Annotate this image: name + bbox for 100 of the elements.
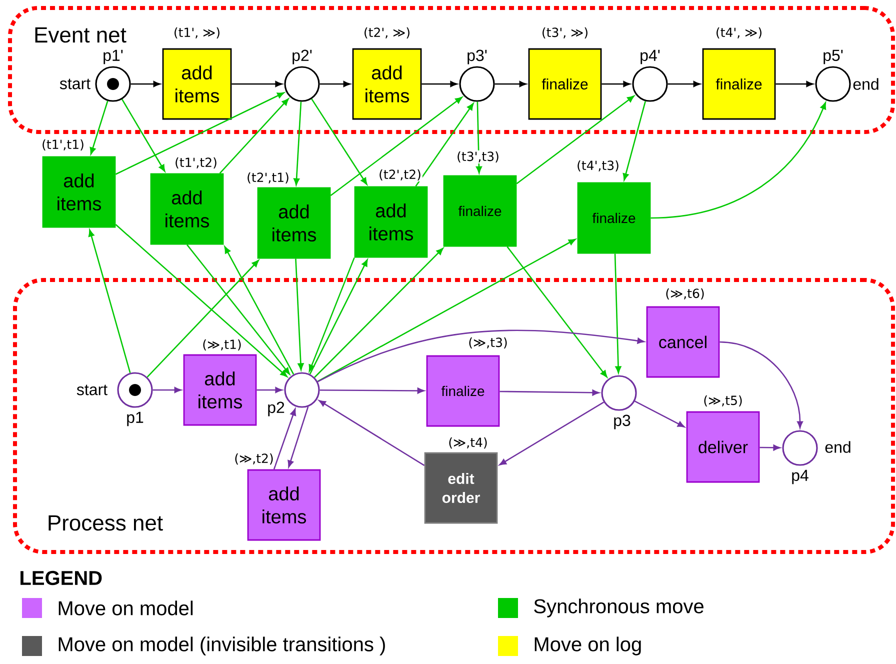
arrow [122,98,166,172]
transition-box: finalize [577,182,651,254]
place-label: p2' [292,50,312,64]
dashed-frame [13,278,896,554]
arrow [602,81,630,87]
place-label: p4' [640,50,660,64]
arrow [115,224,288,378]
arrow [308,257,355,372]
arrow [90,100,108,154]
place-circle [815,66,851,102]
arrow [415,103,474,187]
legend-label: Move on log [534,636,641,656]
transition-box: edit order [424,452,498,524]
arrow [668,81,700,87]
arrow [294,102,302,186]
arrow [330,96,462,196]
region-title: Event net [35,27,126,43]
transition-box: add items [42,156,116,228]
place-label: p4 [792,470,808,484]
transition-box: add items [162,48,232,120]
place-circle [284,372,320,408]
arrow [295,258,304,370]
transition-label: (≫,t6) [664,287,706,301]
transition-label: (≫,t1) [201,338,243,352]
place-label: start [60,78,90,90]
arrow [320,388,424,394]
place-circle [601,375,637,411]
place-label: p2 [268,402,284,416]
arrow [219,98,289,174]
place-circle [284,66,320,102]
transition-label: (t4',t3) [576,159,620,173]
transition-label: (t2',t2) [378,168,422,182]
transition-box: add items [183,354,257,426]
arrow [614,254,622,374]
legend-label: Move on model [58,600,193,616]
arrow [224,246,294,375]
transition-box: deliver [686,411,760,483]
transition-label: (≫,t5) [702,394,744,408]
transition-box: finalize [426,355,500,427]
arrow [317,330,644,382]
transition-label: (≫,t2) [233,452,275,466]
place-label: p3' [468,50,487,64]
transition-label: (t2',t1) [246,171,290,185]
transition-label: (≫,t3) [467,336,509,350]
place-circle [459,66,495,102]
arrow [516,96,634,184]
transition-label: (≫,t4) [447,436,489,450]
transition-label: (t1',t1) [40,138,86,152]
arrow [720,341,803,428]
arrow [422,81,458,87]
place-circle [117,372,153,408]
place-circle [782,430,818,466]
place-label: start [76,384,108,396]
region-title: Process net [48,515,163,531]
transition-box: add items [257,187,331,259]
place-label: p1 [127,412,144,426]
arrow [115,92,284,175]
arrow [622,101,646,180]
arrow [309,259,368,374]
arrow [232,81,282,87]
transition-label: (t3', ≫) [540,26,590,40]
arrow [494,81,526,87]
arrow [146,260,259,378]
arrow [288,406,309,468]
arrow [130,81,160,87]
place-label: end [853,78,878,90]
arrow [506,246,608,378]
transition-box: add items [247,469,321,541]
arrow [88,230,131,374]
place-label: end [825,441,850,453]
arrow [634,400,685,428]
place-label: p5' [824,50,843,64]
arrow [650,102,826,219]
arrow [499,402,604,466]
legend-label: Synchronous move [534,598,704,618]
transition-box: add items [150,173,224,245]
transition-box: finalize [702,48,776,120]
transition-box: finalize [443,175,517,247]
arrow [760,444,780,451]
transition-label: (t3',t3) [456,150,500,164]
transition-box: add items [352,48,422,120]
transition-label: (t1',t2) [174,156,218,170]
transition-box: finalize [528,48,602,120]
arrow [320,81,350,87]
arrow [318,400,425,466]
arrow [500,390,600,396]
place-label: p1' [104,50,123,64]
transition-label: (t1', ≫) [172,26,222,40]
transition-label: (t4', ≫) [714,26,764,40]
arrow [152,387,182,393]
arrow [186,244,290,375]
arrow [776,81,814,87]
dashed-frame [8,6,896,134]
transition-box: cancel [646,306,720,378]
arrow [314,248,444,378]
transition-label: (t2', ≫) [362,26,412,40]
arrow [311,98,368,185]
legend-heading: LEGEND [20,570,102,586]
place-circle [95,66,131,102]
place-circle [632,66,668,102]
